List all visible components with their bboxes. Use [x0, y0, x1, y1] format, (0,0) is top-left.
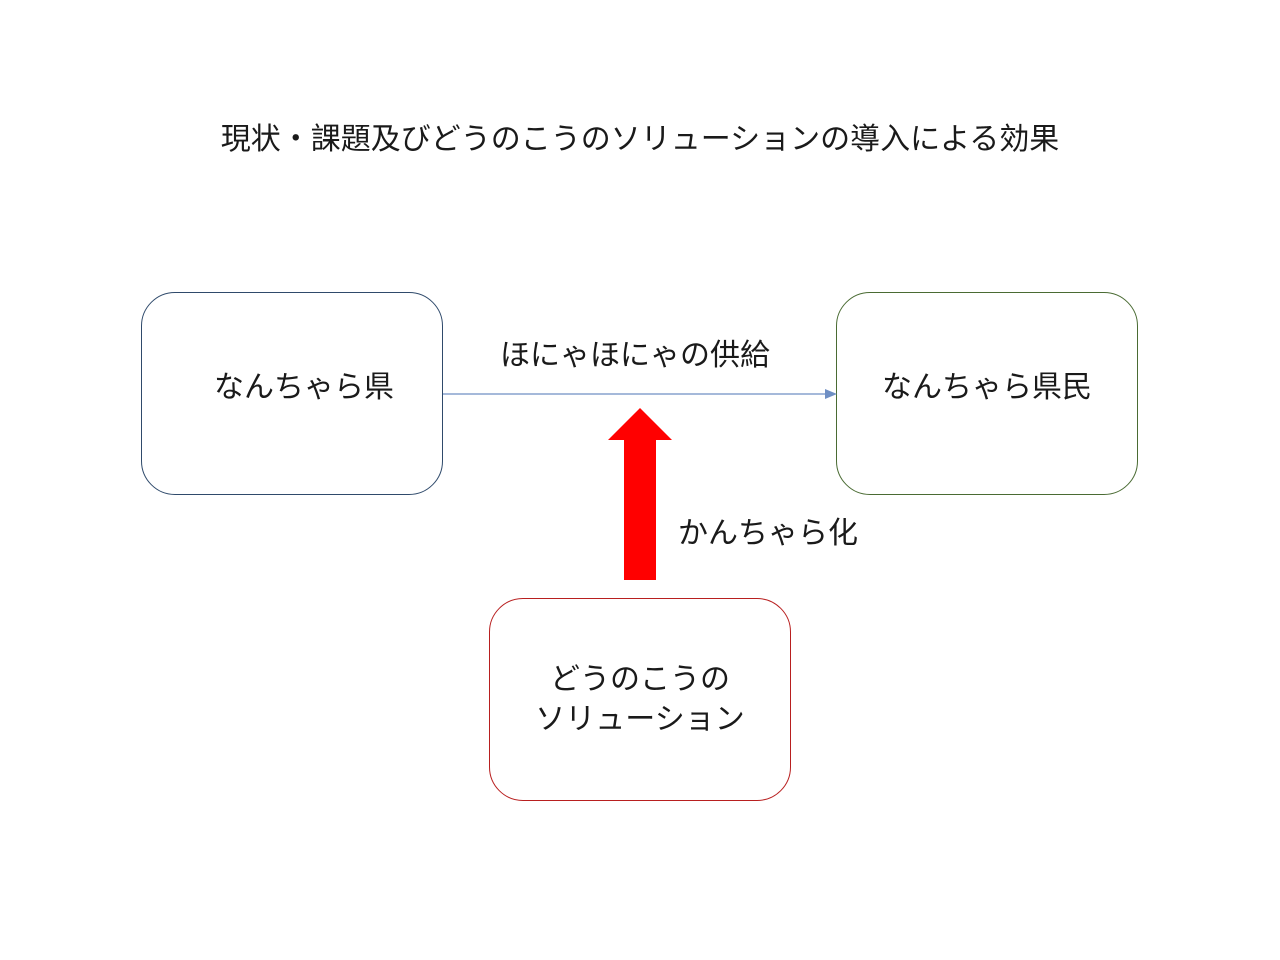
node-solution: どうのこうの ソリューション: [489, 598, 791, 801]
edge-improvement-label: かんちゃら化: [678, 516, 858, 551]
diagram-title: 現状・課題及びどうのこうのソリューションの導入による効果: [220, 122, 1060, 157]
node-solution-label-line2: ソリューション: [535, 701, 745, 737]
node-residents-label: なんちゃら県民: [882, 369, 1092, 405]
node-solution-label-line1: どうのこうの: [550, 661, 730, 697]
node-prefecture: なんちゃら県: [141, 292, 443, 495]
supply-arrow: [443, 389, 837, 399]
edge-supply-label: ほにゃほにゃの供給: [500, 338, 770, 373]
node-prefecture-label: なんちゃら県: [214, 369, 394, 405]
improvement-arrow: [608, 408, 672, 580]
node-residents: なんちゃら県民: [836, 292, 1138, 495]
